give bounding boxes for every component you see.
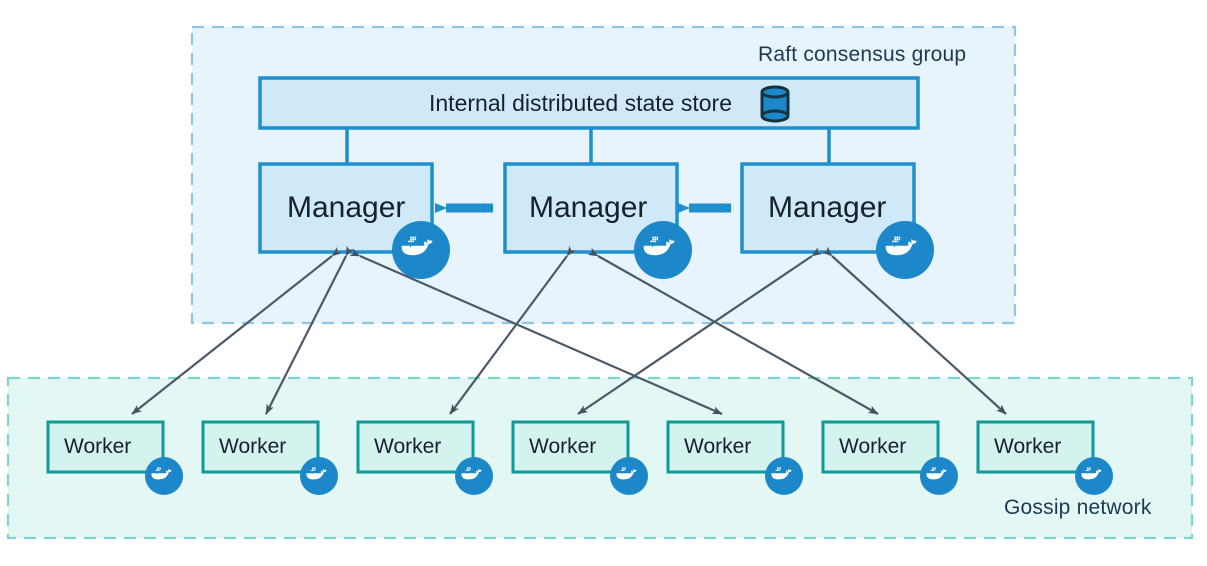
manager-label-2: Manager (529, 191, 648, 224)
link-manager-3-worker-4 (577, 247, 823, 415)
worker-label-6: Worker (839, 435, 907, 458)
worker-box-7 (976, 420, 1095, 474)
worker-box-4 (511, 420, 630, 474)
worker-box-2 (201, 420, 320, 474)
docker-whale-icon-worker-3 (455, 457, 493, 495)
store-manager-connectors (345, 128, 831, 164)
database-cylinder-icon (760, 85, 790, 123)
link-manager-1-worker-2 (265, 245, 354, 415)
docker-whale-icon-worker-7 (1075, 457, 1113, 495)
link-manager-3-worker-7 (822, 246, 1007, 415)
docker-whale-icon-manager-1 (392, 221, 450, 279)
worker-box-6 (821, 420, 940, 474)
docker-whale-icon-manager-3 (876, 221, 934, 279)
docker-whale-icon-worker-5 (765, 457, 803, 495)
manager-worker-links (131, 245, 1007, 416)
worker-boxes (46, 420, 1095, 474)
docker-whale-icon-worker-1 (145, 457, 183, 495)
docker-whale-icon-worker-2 (300, 457, 338, 495)
worker-box-1 (46, 420, 165, 474)
state-store-box (258, 76, 920, 130)
worker-label-1: Worker (64, 435, 132, 458)
docker-whale-icon-worker-6 (920, 457, 958, 495)
state-store-label: Internal distributed state store (429, 90, 732, 116)
worker-label-4: Worker (529, 435, 597, 458)
worker-box-5 (666, 420, 785, 474)
worker-box-3 (356, 420, 475, 474)
worker-label-7: Worker (994, 435, 1062, 458)
manager-label-3: Manager (768, 191, 887, 224)
manager-label-1: Manager (287, 191, 406, 224)
docker-whale-icon-worker-4 (610, 457, 648, 495)
worker-label-2: Worker (219, 435, 287, 458)
zone-label-raft-consensus-group: Raft consensus group (758, 43, 967, 66)
zone-label-gossip-network: Gossip network (1004, 496, 1152, 519)
worker-label-5: Worker (684, 435, 752, 458)
docker-whale-icon-manager-2 (634, 221, 692, 279)
link-manager-2-worker-3 (449, 245, 576, 415)
worker-label-3: Worker (374, 435, 442, 458)
